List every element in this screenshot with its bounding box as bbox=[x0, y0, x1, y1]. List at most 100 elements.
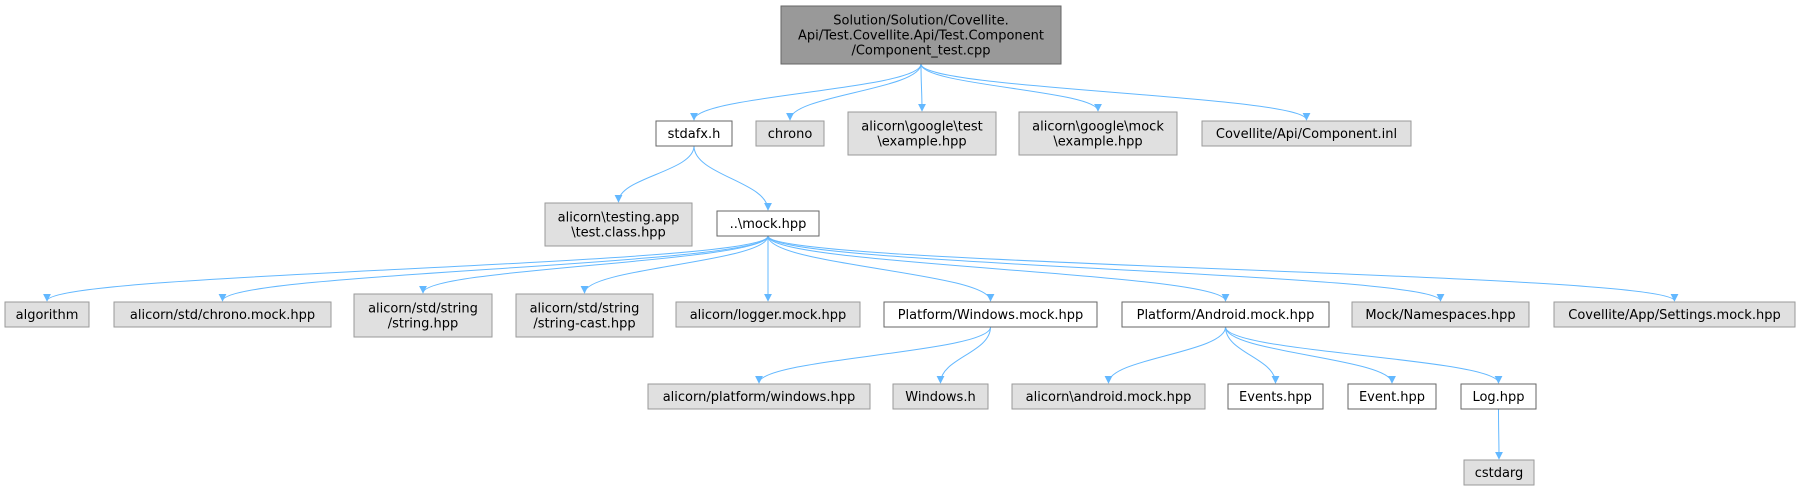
edge-root-to-stdafx bbox=[690, 63, 922, 121]
node-box-mockhpp bbox=[716, 210, 820, 237]
edge-root-to-chrono bbox=[786, 63, 922, 121]
node-label-stringhpp: alicorn/std/string bbox=[368, 302, 478, 317]
node-label-winmock: Platform/Windows.mock.hpp bbox=[898, 308, 1084, 323]
edge-andmock-to-loghpp bbox=[1225, 326, 1503, 384]
node-cstdarg: cstdarg bbox=[1463, 459, 1535, 486]
node-label-testapp: \test.class.hpp bbox=[571, 226, 666, 241]
node-box-testapp bbox=[544, 202, 693, 247]
node-box-alicandroid bbox=[1011, 383, 1206, 410]
node-box-andmock bbox=[1121, 301, 1330, 328]
node-compinl: Covellite/Api/Component.inl bbox=[1201, 120, 1412, 147]
node-loghpp[interactable]: Log.hpp bbox=[1460, 383, 1537, 410]
node-label-namespaces: Mock/Namespaces.hpp bbox=[1365, 308, 1515, 323]
edge-winmock-to-windowsh bbox=[936, 326, 991, 384]
node-label-compinl: Covellite/Api/Component.inl bbox=[1216, 127, 1397, 142]
node-box-gmock bbox=[1018, 111, 1178, 156]
node-label-root: Api/Test.Covellite.Api/Test.Component bbox=[798, 29, 1044, 44]
node-label-alicandroid: alicorn\android.mock.hpp bbox=[1026, 390, 1192, 405]
node-chrono: chrono bbox=[755, 120, 825, 147]
node-label-testapp: alicorn\testing.app bbox=[558, 211, 680, 226]
node-label-root: Solution/Solution/Covellite. bbox=[833, 14, 1008, 29]
node-box-loggermock bbox=[675, 301, 861, 328]
node-chronomock: alicorn/std/chrono.mock.hpp bbox=[113, 301, 332, 328]
node-algorithm: algorithm bbox=[4, 301, 90, 328]
node-box-stringcast bbox=[515, 293, 654, 338]
node-box-loghpp bbox=[1460, 383, 1537, 410]
node-label-mockhpp: ..\mock.hpp bbox=[730, 217, 807, 232]
edge-mockhpp-to-chronomock bbox=[218, 235, 769, 302]
edge-stdafx-to-mockhpp bbox=[693, 145, 772, 211]
edge-root-to-gtest bbox=[917, 63, 926, 112]
node-label-stringhpp: /string.hpp bbox=[388, 317, 459, 332]
edge-andmock-to-alicandroid bbox=[1104, 326, 1226, 384]
node-box-winmock bbox=[883, 301, 1098, 328]
edge-stdafx-to-testapp bbox=[614, 145, 695, 203]
node-box-gtest bbox=[847, 111, 997, 156]
node-windowsh: Windows.h bbox=[892, 383, 989, 410]
edge-mockhpp-to-settingsmock bbox=[767, 235, 1679, 302]
node-label-loggermock: alicorn/logger.mock.hpp bbox=[690, 308, 847, 323]
node-box-stdafx bbox=[655, 120, 733, 147]
node-label-loghpp: Log.hpp bbox=[1472, 390, 1524, 405]
node-eventhpp[interactable]: Event.hpp bbox=[1347, 383, 1437, 410]
node-label-chronomock: alicorn/std/chrono.mock.hpp bbox=[130, 308, 315, 323]
edge-loghpp-to-cstdarg bbox=[1494, 408, 1503, 460]
node-namespaces: Mock/Namespaces.hpp bbox=[1351, 301, 1530, 328]
node-box-namespaces bbox=[1351, 301, 1530, 328]
edge-winmock-to-platwin bbox=[755, 326, 991, 384]
node-alicandroid: alicorn\android.mock.hpp bbox=[1011, 383, 1206, 410]
node-label-root: /Component_test.cpp bbox=[851, 44, 990, 59]
node-label-gmock: \example.hpp bbox=[1053, 135, 1142, 150]
node-box-chrono bbox=[755, 120, 825, 147]
node-platwin: alicorn/platform/windows.hpp bbox=[647, 383, 871, 410]
node-stringcast: alicorn/std/string/string-cast.hpp bbox=[515, 293, 654, 338]
node-mockhpp[interactable]: ..\mock.hpp bbox=[716, 210, 820, 237]
node-gtest: alicorn\google\test\example.hpp bbox=[847, 111, 997, 156]
node-label-gtest: \example.hpp bbox=[877, 135, 966, 150]
node-andmock[interactable]: Platform/Android.mock.hpp bbox=[1121, 301, 1330, 328]
edge-mockhpp-to-andmock bbox=[767, 235, 1230, 302]
node-testapp: alicorn\testing.app\test.class.hpp bbox=[544, 202, 693, 247]
node-loggermock: alicorn/logger.mock.hpp bbox=[675, 301, 861, 328]
node-box-algorithm bbox=[4, 301, 90, 328]
node-label-eventshpp: Events.hpp bbox=[1239, 390, 1312, 405]
edge-mockhpp-to-algorithm bbox=[43, 235, 769, 302]
node-label-eventhpp: Event.hpp bbox=[1359, 390, 1425, 405]
edge-mockhpp-to-namespaces bbox=[767, 235, 1445, 302]
node-box-eventhpp bbox=[1347, 383, 1437, 410]
node-label-chrono: chrono bbox=[768, 127, 813, 142]
nodes-layer: Solution/Solution/Covellite.Api/Test.Cov… bbox=[4, 5, 1796, 486]
node-label-gmock: alicorn\google\mock bbox=[1032, 120, 1164, 135]
node-box-chronomock bbox=[113, 301, 332, 328]
node-box-windowsh bbox=[892, 383, 989, 410]
edge-root-to-compinl bbox=[920, 63, 1311, 121]
edge-andmock-to-eventhpp bbox=[1225, 326, 1396, 384]
node-box-eventshpp bbox=[1227, 383, 1324, 410]
node-box-compinl bbox=[1201, 120, 1412, 147]
node-label-stringcast: alicorn/std/string bbox=[530, 302, 640, 317]
node-box-root bbox=[780, 5, 1062, 65]
node-gmock: alicorn\google\mock\example.hpp bbox=[1018, 111, 1178, 156]
node-label-windowsh: Windows.h bbox=[905, 390, 975, 405]
node-settingsmock: Covellite/App/Settings.mock.hpp bbox=[1553, 301, 1796, 328]
edge-root-to-gmock bbox=[920, 63, 1102, 112]
node-box-stringhpp bbox=[353, 293, 493, 338]
node-label-settingsmock: Covellite/App/Settings.mock.hpp bbox=[1568, 308, 1780, 323]
edge-mockhpp-to-winmock bbox=[767, 235, 995, 302]
edges-layer bbox=[43, 63, 1679, 460]
edge-mockhpp-to-stringcast bbox=[580, 235, 769, 294]
node-box-settingsmock bbox=[1553, 301, 1796, 328]
node-label-cstdarg: cstdarg bbox=[1475, 466, 1524, 481]
node-eventshpp[interactable]: Events.hpp bbox=[1227, 383, 1324, 410]
node-label-stringcast: /string-cast.hpp bbox=[533, 317, 635, 332]
node-label-stdafx: stdafx.h bbox=[668, 127, 721, 142]
edge-mockhpp-to-stringhpp bbox=[419, 235, 769, 294]
node-stdafx[interactable]: stdafx.h bbox=[655, 120, 733, 147]
node-box-cstdarg bbox=[1463, 459, 1535, 486]
edge-andmock-to-eventshpp bbox=[1225, 326, 1280, 384]
node-winmock[interactable]: Platform/Windows.mock.hpp bbox=[883, 301, 1098, 328]
node-label-gtest: alicorn\google\test bbox=[861, 120, 982, 135]
node-box-platwin bbox=[647, 383, 871, 410]
node-root[interactable]: Solution/Solution/Covellite.Api/Test.Cov… bbox=[780, 5, 1062, 65]
